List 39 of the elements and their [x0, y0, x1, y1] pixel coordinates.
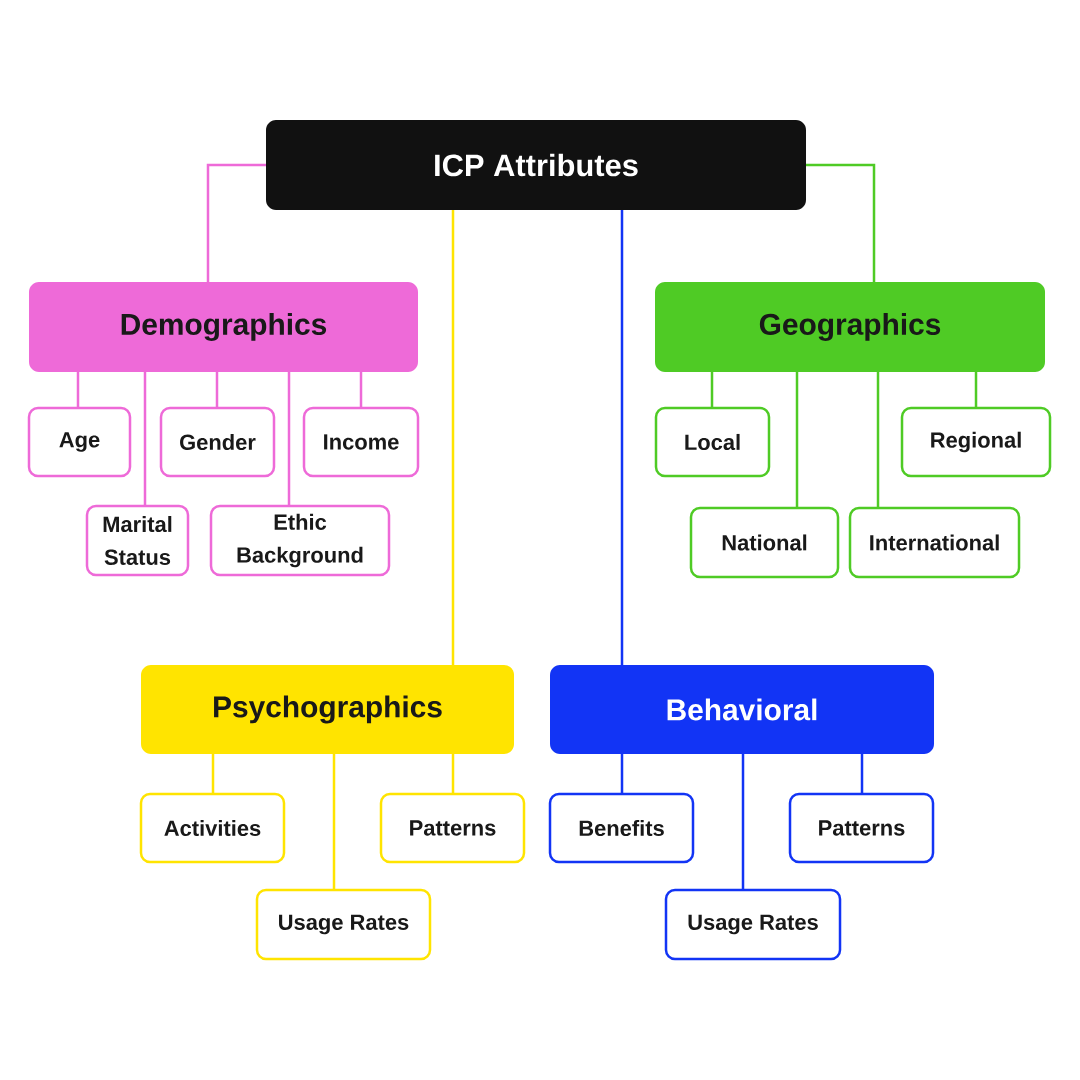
attribute-box: Patterns [379, 792, 526, 864]
category-box: Demographics [29, 282, 418, 372]
connector-line [860, 754, 864, 794]
attribute-box: Usage Rates [664, 888, 842, 961]
attribute-box: Income [302, 406, 420, 478]
attribute-box: Patterns [788, 792, 935, 864]
attribute-box: Benefits [548, 792, 695, 864]
category-box: Psychographics [141, 665, 514, 754]
connector-line [451, 754, 455, 794]
connector-line [876, 372, 880, 508]
attribute-box: National [689, 506, 840, 579]
attribute-box: Usage Rates [255, 888, 432, 961]
connector-line [451, 210, 455, 665]
attribute-box: Ethic Background [209, 504, 391, 577]
connector-line [795, 372, 799, 508]
attribute-box: Activities [139, 792, 286, 864]
connector-line [76, 372, 80, 408]
connector-line [287, 372, 291, 506]
attribute-box: Local [654, 406, 771, 478]
connector-line [332, 754, 336, 890]
connector-line [211, 754, 215, 794]
connector-line [206, 163, 266, 282]
connector-line [215, 372, 219, 408]
connector-line [143, 372, 147, 506]
attribute-box: Regional [900, 406, 1052, 478]
attribute-box: Age [27, 406, 132, 478]
connector-line [620, 754, 624, 794]
connector-line [620, 210, 624, 665]
attribute-box: Gender [159, 406, 276, 478]
connector-line [741, 754, 745, 890]
connector-line [359, 372, 363, 408]
category-box: Geographics [655, 282, 1045, 372]
connector-line [806, 163, 876, 282]
attribute-box: Marital Status [85, 504, 190, 577]
category-box: Behavioral [550, 665, 934, 754]
connector-line [710, 372, 714, 408]
connector-line [974, 372, 978, 408]
attribute-box: International [848, 506, 1021, 579]
root-box: ICP Attributes [266, 120, 806, 210]
